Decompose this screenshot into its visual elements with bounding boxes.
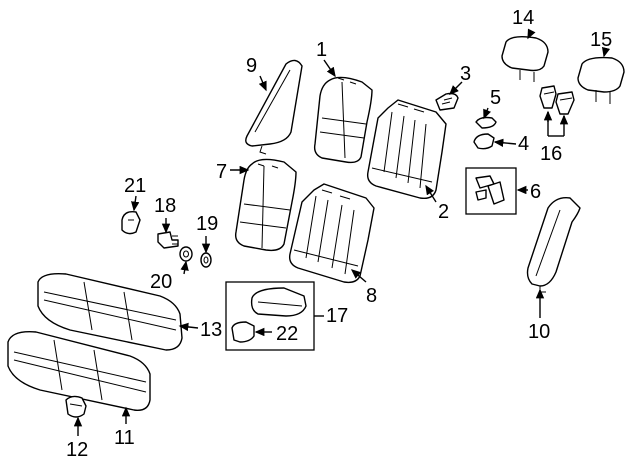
callout-3: 3	[460, 63, 471, 85]
part-6-bracket-box	[465, 167, 517, 215]
part-18-bolt	[157, 231, 179, 249]
callout-10: 10	[528, 321, 550, 343]
callout-11: 11	[114, 427, 135, 449]
part-9-side-bolster	[245, 59, 303, 155]
callout-14: 14	[512, 7, 534, 29]
callout-19: 19	[196, 213, 218, 235]
callout-8: 8	[366, 285, 377, 307]
part-10-side-bolster	[526, 197, 581, 293]
part-11-seat-cushion	[7, 331, 151, 411]
part-5-escutcheon	[475, 116, 497, 129]
callout-12: 12	[66, 439, 88, 461]
part-3-cover	[435, 92, 459, 111]
callout-17: 17	[326, 305, 348, 327]
callout-1: 1	[316, 39, 327, 61]
part-2-seat-back-large	[366, 99, 447, 200]
part-21-cover	[121, 210, 141, 235]
part-4-cap	[473, 133, 495, 150]
callout-9: 9	[246, 55, 257, 77]
part-14-headrest	[501, 35, 549, 82]
part-19-washer	[200, 252, 212, 268]
part-7-seat-back	[234, 158, 297, 252]
part-16-guides	[539, 85, 575, 115]
callout-2: 2	[438, 201, 449, 223]
callout-22: 22	[276, 323, 298, 345]
callout-7: 7	[216, 161, 227, 183]
part-8-seat-back-large	[288, 183, 375, 284]
callout-5: 5	[490, 87, 501, 109]
callout-13: 13	[200, 319, 222, 341]
part-15-headrest	[577, 56, 625, 104]
part-20-washer	[179, 246, 193, 262]
part-17-box	[225, 281, 315, 351]
callout-6: 6	[530, 181, 541, 203]
part-12-clip	[65, 395, 87, 418]
callout-4: 4	[518, 133, 529, 155]
callout-16: 16	[540, 143, 562, 165]
leader-lines	[73, 28, 611, 436]
callout-15: 15	[590, 29, 612, 51]
part-1-seat-back	[313, 76, 373, 164]
callout-20: 20	[150, 271, 172, 293]
callout-21: 21	[124, 175, 146, 197]
part-13-seat-cushion	[37, 272, 183, 351]
callout-18: 18	[154, 195, 176, 217]
